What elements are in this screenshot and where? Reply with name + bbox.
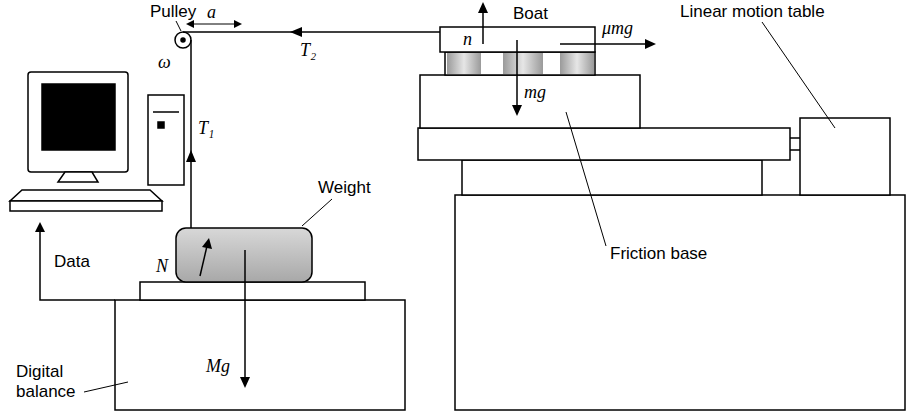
power-button <box>158 122 164 128</box>
arrowhead <box>645 39 656 49</box>
arrowhead <box>478 2 488 13</box>
arrowhead <box>202 238 212 249</box>
force-arrow <box>200 246 207 276</box>
linear-motion-table <box>800 118 890 195</box>
force-arrow <box>560 43 648 45</box>
part-label: Digital balance <box>16 362 86 401</box>
arrowhead <box>35 222 45 232</box>
arrowhead <box>186 20 194 28</box>
drive-slot <box>153 111 179 113</box>
leader-line <box>302 199 332 226</box>
string <box>183 31 440 33</box>
keyboard-front <box>10 201 162 211</box>
slide-plate <box>418 128 790 160</box>
force-symbol: Mg <box>206 356 230 377</box>
force-symbol: T₁ <box>198 118 214 139</box>
force-arrow <box>482 10 484 44</box>
balance-pan <box>140 282 365 300</box>
boat-feet <box>445 52 595 75</box>
leader-line <box>566 112 606 246</box>
arrowhead <box>290 27 302 37</box>
arrowhead <box>234 20 242 28</box>
force-symbol: a <box>207 2 216 23</box>
rail-support <box>462 160 762 195</box>
arrowhead <box>186 150 196 162</box>
drive-rod <box>790 137 800 139</box>
force-symbol: T₂ <box>300 40 316 61</box>
arrowhead <box>240 377 250 388</box>
string <box>190 40 192 228</box>
force-symbol: n <box>463 29 472 50</box>
part-label: Weight <box>318 178 371 198</box>
weight <box>176 228 312 282</box>
digital-balance <box>115 300 405 410</box>
leader-line <box>84 382 128 392</box>
boat-foot <box>503 53 543 74</box>
pulley-axle <box>181 38 185 42</box>
arrowhead <box>512 105 522 116</box>
friction-base <box>420 75 640 128</box>
part-label: Friction base <box>610 244 707 264</box>
pc-tower <box>148 95 184 185</box>
monitor-stand <box>58 172 98 182</box>
screen <box>42 84 115 150</box>
force-arrow <box>516 40 518 108</box>
acceleration-arrow <box>190 24 238 25</box>
leader-line <box>176 21 181 31</box>
boat-foot <box>447 53 481 74</box>
data-line <box>40 230 115 300</box>
force-arrow <box>244 250 246 380</box>
drive-rod <box>790 149 800 151</box>
machine-base <box>455 195 905 410</box>
force-symbol: N <box>156 256 168 277</box>
part-label: Pulley <box>150 2 196 22</box>
force-symbol: ω <box>158 52 171 73</box>
part-label: Data <box>54 252 90 272</box>
pulley <box>175 32 191 48</box>
monitor <box>28 72 128 172</box>
force-symbol: μmg <box>602 18 633 39</box>
boat-foot <box>560 53 594 74</box>
part-label: Linear motion table <box>680 2 825 22</box>
part-label: Boat <box>513 4 548 24</box>
keyboard <box>10 190 162 201</box>
force-symbol: mg <box>524 82 546 103</box>
leader-line <box>762 22 835 128</box>
